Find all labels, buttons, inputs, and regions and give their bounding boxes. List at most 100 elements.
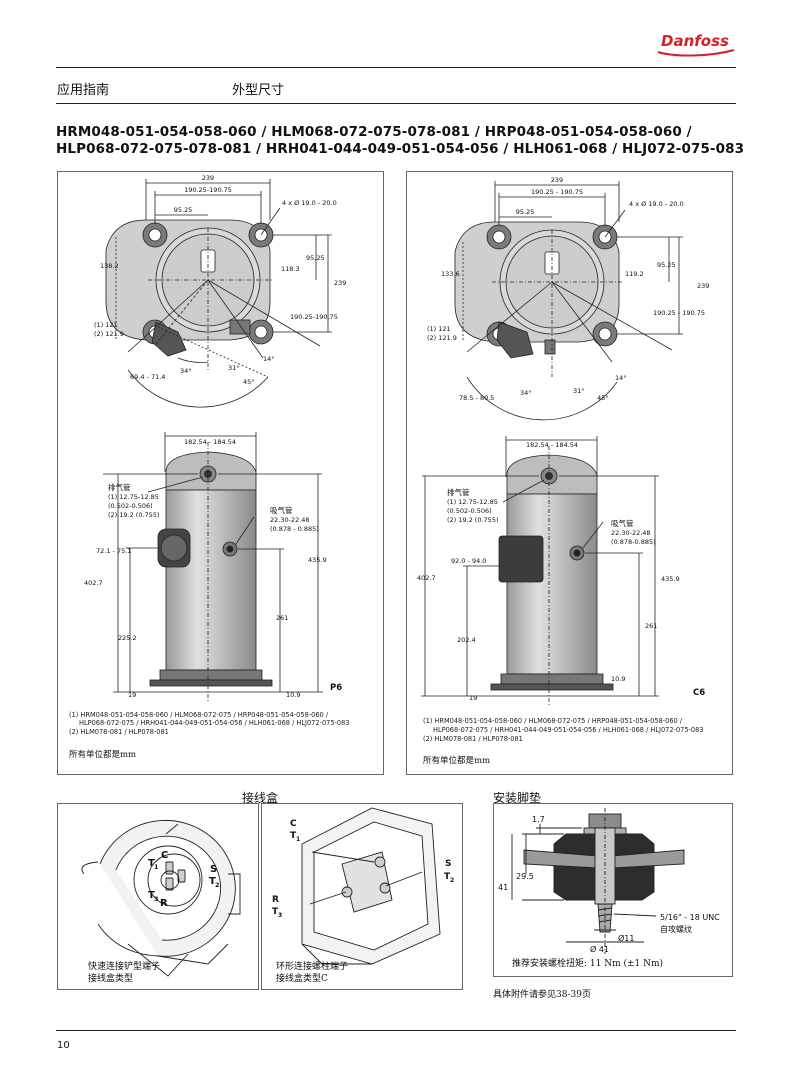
footer-rule (56, 1030, 736, 1031)
p6-dim-261: 261 (276, 614, 288, 622)
spade-label-r: R (160, 898, 168, 909)
title-line-1: HRM048-051-054-058-060 / HLM068-072-075-… (56, 124, 692, 140)
c6-dim-92: 92.0 - 94.0 (451, 557, 486, 565)
mount-thread-cn: 自攻螺纹 (660, 924, 692, 934)
p6-dim-190: 190.25-190.75 (184, 186, 232, 194)
c6-dim-holes: 4 x Ø 19.0 - 20.0 (629, 200, 684, 208)
p6-dim-72: 72.1 - 75.1 (96, 547, 131, 555)
ring-terminal-drawing: C T 1 S T 2 R T 3 (272, 807, 454, 965)
mount-dim-29-5: 29.5 (516, 872, 534, 881)
p6-dim-225: 225.2 (118, 634, 137, 642)
p6-top-view (105, 179, 332, 408)
c6-dim-133: 133.6 (441, 270, 460, 278)
ring-label-t3: T (272, 907, 279, 917)
c6-footnote-1b: HLP068-072-075 / HRH041-044-049-051-054-… (433, 726, 704, 734)
p6-angle-14: 14° (263, 355, 275, 363)
c6-note-2: (2) 121.9 (427, 334, 457, 342)
p6-footnote-1: (1) HRM048-051-054-058-060 / HLM068-072-… (69, 711, 329, 719)
c6-angle-31: 31° (573, 387, 585, 395)
p6-dim-402: 402.7 (84, 579, 103, 587)
p6-discharge-2: (2) 19.2 (0.755) (108, 511, 160, 519)
c6-dim-78: 78.5 - 80.5 (459, 394, 494, 402)
p6-dim-holes: 4 x Ø 19.0 - 20.0 (282, 199, 337, 207)
mount-dim-41-height: 41 (498, 883, 508, 892)
p6-dim-95r: 95.25 (306, 254, 325, 262)
c6-model-code: C6 (693, 688, 705, 698)
p6-suction-1b: (0.878 - 0.885) (270, 525, 319, 533)
ring-label-t2: T (444, 872, 451, 882)
p6-angle-31: 31° (228, 364, 240, 372)
p6-note-1: (1) 121 (94, 321, 118, 329)
mount-dim-1-7: 1.7 (532, 815, 545, 824)
p6-dim-10-9: 10.9 (286, 691, 300, 699)
ring-label-c: C (290, 819, 297, 829)
p6-dim-138: 138.2 (100, 262, 119, 270)
c6-side-dims: 182.54 - 184.54 排气管 (1) 12.75-12.85 (0.5… (417, 441, 705, 702)
c6-units-note: 所有单位都是mm (423, 756, 491, 766)
title-line-2: HLP068-072-075-078-081 / HRH041-044-049-… (56, 141, 745, 157)
p6-side-dims: 182.54 - 184.54 排气管 (1) 12.75-12.85 (0.5… (84, 438, 342, 699)
c6-discharge-1b: (0.502-0.506) (447, 507, 492, 515)
ring-label-t1: T (290, 831, 297, 841)
c6-dim-19: 19 (469, 694, 477, 702)
brand-text: Danfoss (661, 32, 729, 50)
p6-footnote-2: (2) HLM078-081 / HLP078-081 (69, 728, 169, 736)
c6-dim-435: 435.9 (661, 575, 680, 583)
spade-label-t2: T (209, 876, 216, 887)
p6-units-note: 所有单位都是mm (69, 750, 137, 760)
p6-angle-45: 45° (243, 378, 255, 386)
p6-dim-190r: 190.25-190.75 (290, 313, 338, 321)
p6-suction-1: 22.30-22.48 (270, 516, 310, 524)
ring-label-t1-sub: 1 (296, 836, 300, 843)
c6-dim-119: 119.2 (625, 270, 644, 278)
p6-dim-69: 69.4 - 71.4 (130, 373, 165, 381)
spade-terminal-panel: C T 1 S T 2 T 3 R 快速连接铲型端子 接线盒类型 (57, 803, 259, 990)
c6-dim-95: 95.25 (516, 208, 535, 216)
mount-thread: 5/16" - 18 UNC (660, 913, 720, 922)
c6-dim-95r: 95.25 (657, 261, 676, 269)
header-section: 应用指南 (57, 83, 110, 98)
spade-label-t1-sub: 1 (154, 863, 159, 871)
p6-dim-width: 182.54 - 184.54 (184, 438, 236, 446)
c6-suction-1b: (0.878-0.885) (611, 538, 656, 546)
accessory-reference: 具体附件请参见38-39页 (493, 990, 591, 1000)
p6-side-view (103, 432, 323, 702)
p6-discharge-1: (1) 12.75-12.85 (108, 493, 159, 501)
mount-torque: 推荐安装螺栓扭矩: 11 Nm (±1 Nm) (512, 959, 664, 969)
c6-side-view (421, 436, 659, 707)
c6-footnote-1: (1) HRM048-051-054-058-060 / HLM068-072-… (423, 717, 683, 725)
mount-dim-41: Ø 41 (590, 944, 609, 954)
p6-dim-239r: 239 (334, 279, 346, 287)
ring-label-r: R (272, 895, 279, 905)
mount-dim-11: Ø11 (618, 933, 634, 943)
c6-dim-202: 202.4 (457, 636, 476, 644)
spade-caption-2: 接线盒类型 (88, 974, 134, 984)
c6-drawing: 239 190.25 - 190.75 95.25 4 x Ø 19.0 - 2… (417, 176, 709, 707)
spade-label-s: S (210, 864, 217, 875)
terminal-box-title: 接线盒 (242, 791, 279, 805)
c6-top-dims: 239 190.25 - 190.75 95.25 4 x Ø 19.0 - 2… (427, 176, 709, 402)
c6-angle-14: 14° (615, 374, 627, 382)
c6-dim-402: 402.7 (417, 574, 436, 582)
c6-angle-45: 45° (597, 394, 609, 402)
c6-dim-239: 239 (551, 176, 563, 184)
c6-dim-190: 190.25 - 190.75 (531, 188, 583, 196)
p6-drawing-panel: 239 190.25-190.75 95.25 4 x Ø 19.0 - 20.… (57, 171, 384, 775)
c6-discharge-label: 排气管 (447, 487, 470, 497)
c6-top-view (454, 181, 683, 421)
p6-dim-95: 95.25 (174, 206, 193, 214)
p6-model-code: P6 (330, 683, 342, 693)
p6-discharge-label: 排气管 (108, 482, 131, 492)
p6-dim-239: 239 (202, 174, 214, 182)
ring-label-t3-sub: 3 (278, 912, 282, 919)
spade-label-c: C (161, 850, 168, 861)
spade-terminal-drawing: C T 1 S T 2 T 3 R (81, 819, 241, 977)
c6-dim-width: 182.54 - 184.54 (526, 441, 578, 449)
c6-footnote-2: (2) HLM078-081 / HLP078-081 (423, 735, 523, 743)
spade-label-t3: T (148, 890, 155, 901)
c6-dim-190r: 190.25 - 190.75 (653, 309, 705, 317)
c6-discharge-2: (2) 19.2 (0.755) (447, 516, 499, 524)
c6-note-1: (1) 121 (427, 325, 451, 333)
ring-terminal-panel: C T 1 S T 2 R T 3 环形连接螺柱端子 接线盒类型C (261, 803, 463, 990)
c6-discharge-1: (1) 12.75-12.85 (447, 498, 498, 506)
